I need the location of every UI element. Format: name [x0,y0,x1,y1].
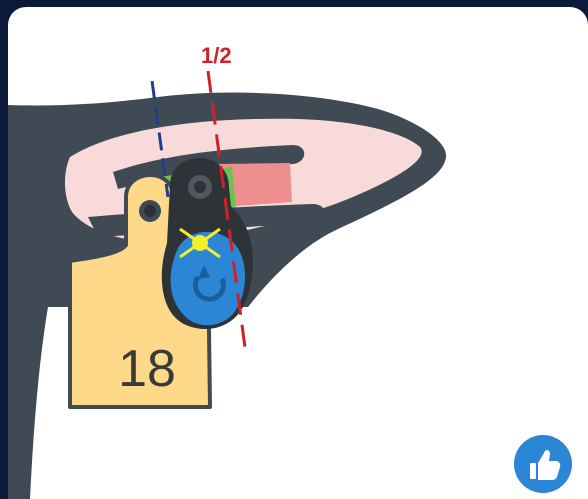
red-guide-line [206,70,248,356]
thumbs-up-icon [530,450,561,480]
blue-guide-line [150,80,170,198]
diagram-card: 1/2 18 [8,7,588,499]
tag-number: 18 [118,340,176,398]
fraction-label: 1/2 [201,43,232,68]
pierce-point-spark [179,227,221,259]
ear-tag-illustration [8,70,447,499]
blue-ear-tag [170,231,246,326]
ear-slot [218,163,292,207]
rotate-arrow-icon [192,265,226,302]
thumbs-up-button[interactable] [514,435,572,493]
